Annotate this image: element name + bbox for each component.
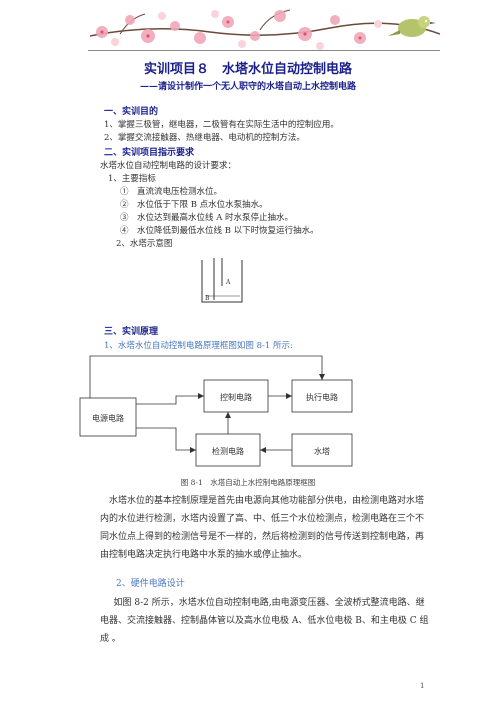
section1-item-1: 1、掌握三极管，继电器，二极管有在实际生活中的控制应用。	[104, 120, 339, 130]
control-label: 控制电路	[220, 392, 252, 402]
block-diagram: 电源电路 控制电路 执行电路 检测电路 水塔	[79, 355, 353, 467]
principle-paragraph: 水塔水位的基本控制原理是首先由电源向其他功能部分供电，由检测电路对水塔内的水位进…	[100, 496, 425, 560]
section2-point-3: ③ 水位达到最高水位线 A 时水泵停止抽水。	[120, 213, 294, 223]
section3-heading: 三、实训原理	[104, 327, 159, 337]
tank-label-a: A	[225, 279, 231, 286]
figure-caption: 图 8-1 水塔自动上水控制电路原理框图	[180, 478, 316, 487]
section3-sub2: 2、硬件电路设计	[116, 579, 185, 589]
header-rule	[88, 50, 440, 51]
section1-item-2: 2、掌握交流接触器、热继电器、电动机的控制方法。	[104, 133, 305, 143]
page-subtitle: ——请设计制作一个无人职守的水塔自动上水控制电路	[139, 82, 356, 92]
blossom-banner-image	[90, 9, 440, 50]
water-tank-diagram: A B	[201, 258, 243, 303]
section2-point-1: ① 直流流电压检测水位。	[120, 187, 223, 197]
section2-sub1: 1、主要指标	[108, 174, 156, 184]
section2-intro: 水塔水位自动控制电路的设计要求：	[100, 161, 237, 171]
page-title: 实训项目８ 水塔水位自动控制电路	[143, 62, 352, 77]
section2-point-2: ② 水位低于下限 B 点水位水泵抽水。	[120, 200, 268, 210]
power-box	[79, 397, 137, 437]
tank-label-b: B	[205, 295, 210, 302]
section2-heading: 二、实训项目指示要求	[104, 148, 195, 158]
section1-heading: 一、实训目的	[104, 107, 159, 117]
page-number: 1	[420, 682, 425, 690]
hardware-paragraph: 如图 8-2 所示，水塔水位自动控制电路,由电源变压器、全波桥式整流电路、继电器…	[100, 598, 429, 644]
tower-label: 水塔	[314, 446, 330, 456]
exec-label: 执行电路	[306, 392, 338, 402]
detect-label: 检测电路	[212, 446, 244, 456]
section2-sub2: 2、水塔示意图	[116, 239, 173, 249]
section3-sub1: 1、水塔水位自动控制电路原理框图如图 8-1 所示:	[104, 341, 293, 351]
power-label: 电源电路	[92, 413, 124, 423]
section2-point-4: ④ 水位降低到最低水位线 B 以下时恢复运行抽水。	[120, 226, 319, 236]
